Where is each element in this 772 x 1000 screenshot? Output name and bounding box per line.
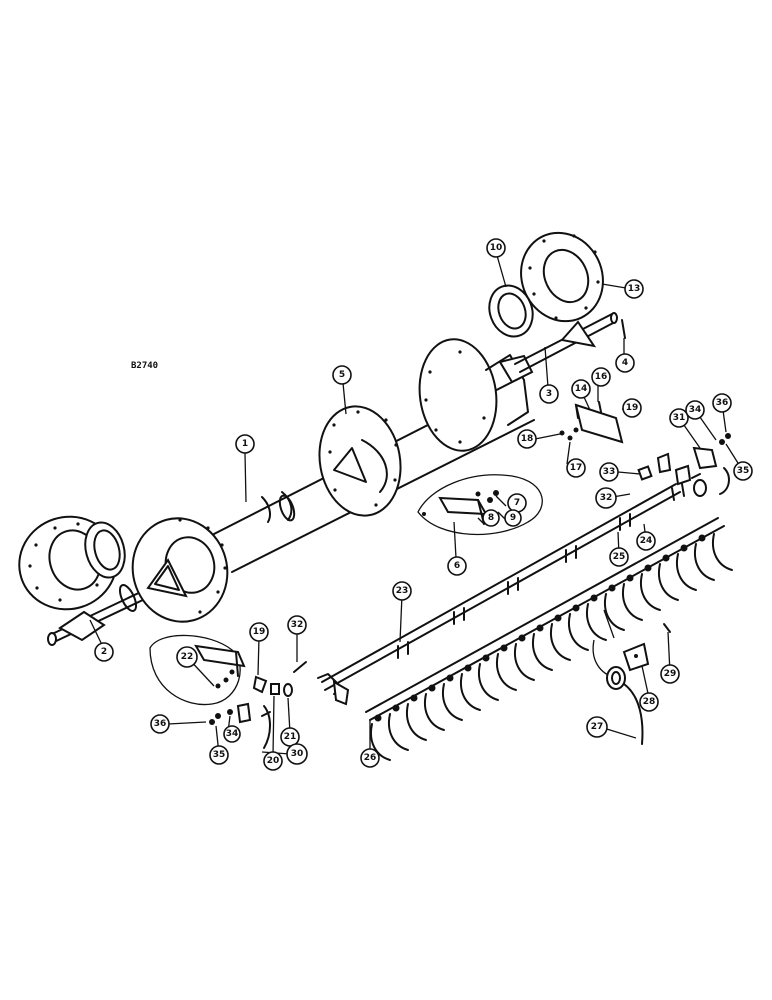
svg-text:23: 23	[396, 586, 409, 596]
left-bearing-ring	[84, 521, 126, 579]
svg-text:36: 36	[154, 719, 167, 729]
callout-36b: 36	[150, 714, 170, 734]
callout-22: 22	[176, 646, 198, 668]
leader-lines	[89, 251, 744, 757]
svg-text:32: 32	[600, 493, 613, 503]
svg-text:27: 27	[591, 722, 604, 732]
callout-35b: 35	[209, 745, 229, 765]
callout-25: 25	[609, 547, 629, 567]
callout-9: 9	[504, 509, 522, 527]
callout-24: 24	[636, 531, 656, 551]
svg-text:22: 22	[181, 652, 194, 662]
callout-34a: 34	[685, 400, 705, 420]
svg-text:34: 34	[226, 729, 239, 739]
callout-7: 7	[507, 493, 527, 513]
callout-6: 6	[447, 556, 467, 576]
callout-28: 28	[639, 692, 659, 712]
center-reel-disc	[318, 405, 402, 517]
svg-text:4: 4	[622, 358, 628, 368]
left-bracket-group	[149, 634, 307, 706]
callout-20: 20	[263, 751, 283, 771]
callout-3: 3	[539, 384, 559, 404]
callout-1: 1	[235, 434, 255, 454]
svg-text:36: 36	[716, 398, 729, 408]
callout-33: 33	[599, 462, 619, 482]
svg-text:18: 18	[521, 434, 534, 444]
callout-19b: 19	[249, 622, 269, 642]
center-bracket-group	[417, 474, 543, 536]
right-reel-disc	[418, 338, 534, 452]
svg-text:9: 9	[510, 513, 516, 523]
svg-text:1: 1	[242, 439, 248, 449]
svg-text:13: 13	[628, 284, 641, 294]
callout-26: 26	[360, 748, 380, 768]
tine-bar	[317, 483, 685, 706]
svg-text:21: 21	[284, 732, 297, 742]
callout-16: 16	[591, 367, 611, 387]
svg-text:5: 5	[339, 370, 345, 380]
left-shaft	[47, 584, 151, 646]
svg-text:3: 3	[546, 389, 552, 399]
tine-row	[365, 517, 733, 761]
callout-13: 13	[624, 279, 644, 299]
svg-text:7: 7	[514, 498, 520, 508]
callout-32a: 32	[287, 615, 307, 635]
callout-10: 10	[486, 238, 506, 258]
callout-14: 14	[571, 379, 591, 399]
callout-35a: 35	[733, 461, 753, 481]
svg-text:10: 10	[490, 243, 503, 253]
callout-23: 23	[392, 581, 412, 601]
callout-30: 30	[286, 743, 308, 765]
callout-29: 29	[660, 664, 680, 684]
callout-18a: 18	[517, 429, 537, 449]
svg-text:24: 24	[640, 536, 653, 546]
svg-text:33: 33	[603, 467, 616, 477]
cam-parts-left	[209, 702, 271, 749]
svg-text:2: 2	[101, 647, 107, 657]
callout-4: 4	[615, 353, 635, 373]
svg-text:31: 31	[673, 413, 686, 423]
svg-text:16: 16	[595, 372, 608, 382]
svg-text:30: 30	[291, 749, 304, 759]
bolt-4	[621, 319, 626, 339]
svg-text:20: 20	[267, 756, 280, 766]
svg-text:17: 17	[570, 463, 583, 473]
callout-36a: 36	[712, 393, 732, 413]
callout-27: 27	[586, 716, 608, 738]
svg-text:34: 34	[689, 405, 702, 415]
left-reel-disc	[131, 517, 229, 623]
tine-detail	[592, 609, 671, 745]
callout-31: 31	[669, 408, 689, 428]
callout-2: 2	[94, 642, 114, 662]
svg-text:29: 29	[664, 669, 677, 679]
callout-8: 8	[482, 509, 500, 527]
svg-text:8: 8	[488, 513, 494, 523]
cam-parts-right	[637, 433, 731, 497]
callout-32b: 32	[595, 487, 617, 509]
svg-text:14: 14	[575, 384, 588, 394]
svg-text:28: 28	[643, 697, 656, 707]
svg-text:6: 6	[454, 561, 460, 571]
svg-text:25: 25	[613, 552, 626, 562]
figure-code: B2740	[131, 361, 158, 371]
svg-text:19: 19	[626, 403, 639, 413]
svg-text:19: 19	[253, 627, 266, 637]
right-bracket-group	[559, 401, 632, 444]
svg-text:35: 35	[213, 750, 226, 760]
right-bearing-ring	[488, 284, 534, 338]
callout-17: 17	[566, 458, 586, 478]
svg-text:35: 35	[737, 466, 750, 476]
svg-text:32: 32	[291, 620, 304, 630]
callout-34b: 34	[223, 725, 241, 743]
right-end-disc	[520, 231, 604, 348]
callout-19a: 19	[622, 398, 642, 418]
svg-text:26: 26	[364, 753, 377, 763]
callout-5: 5	[332, 365, 352, 385]
